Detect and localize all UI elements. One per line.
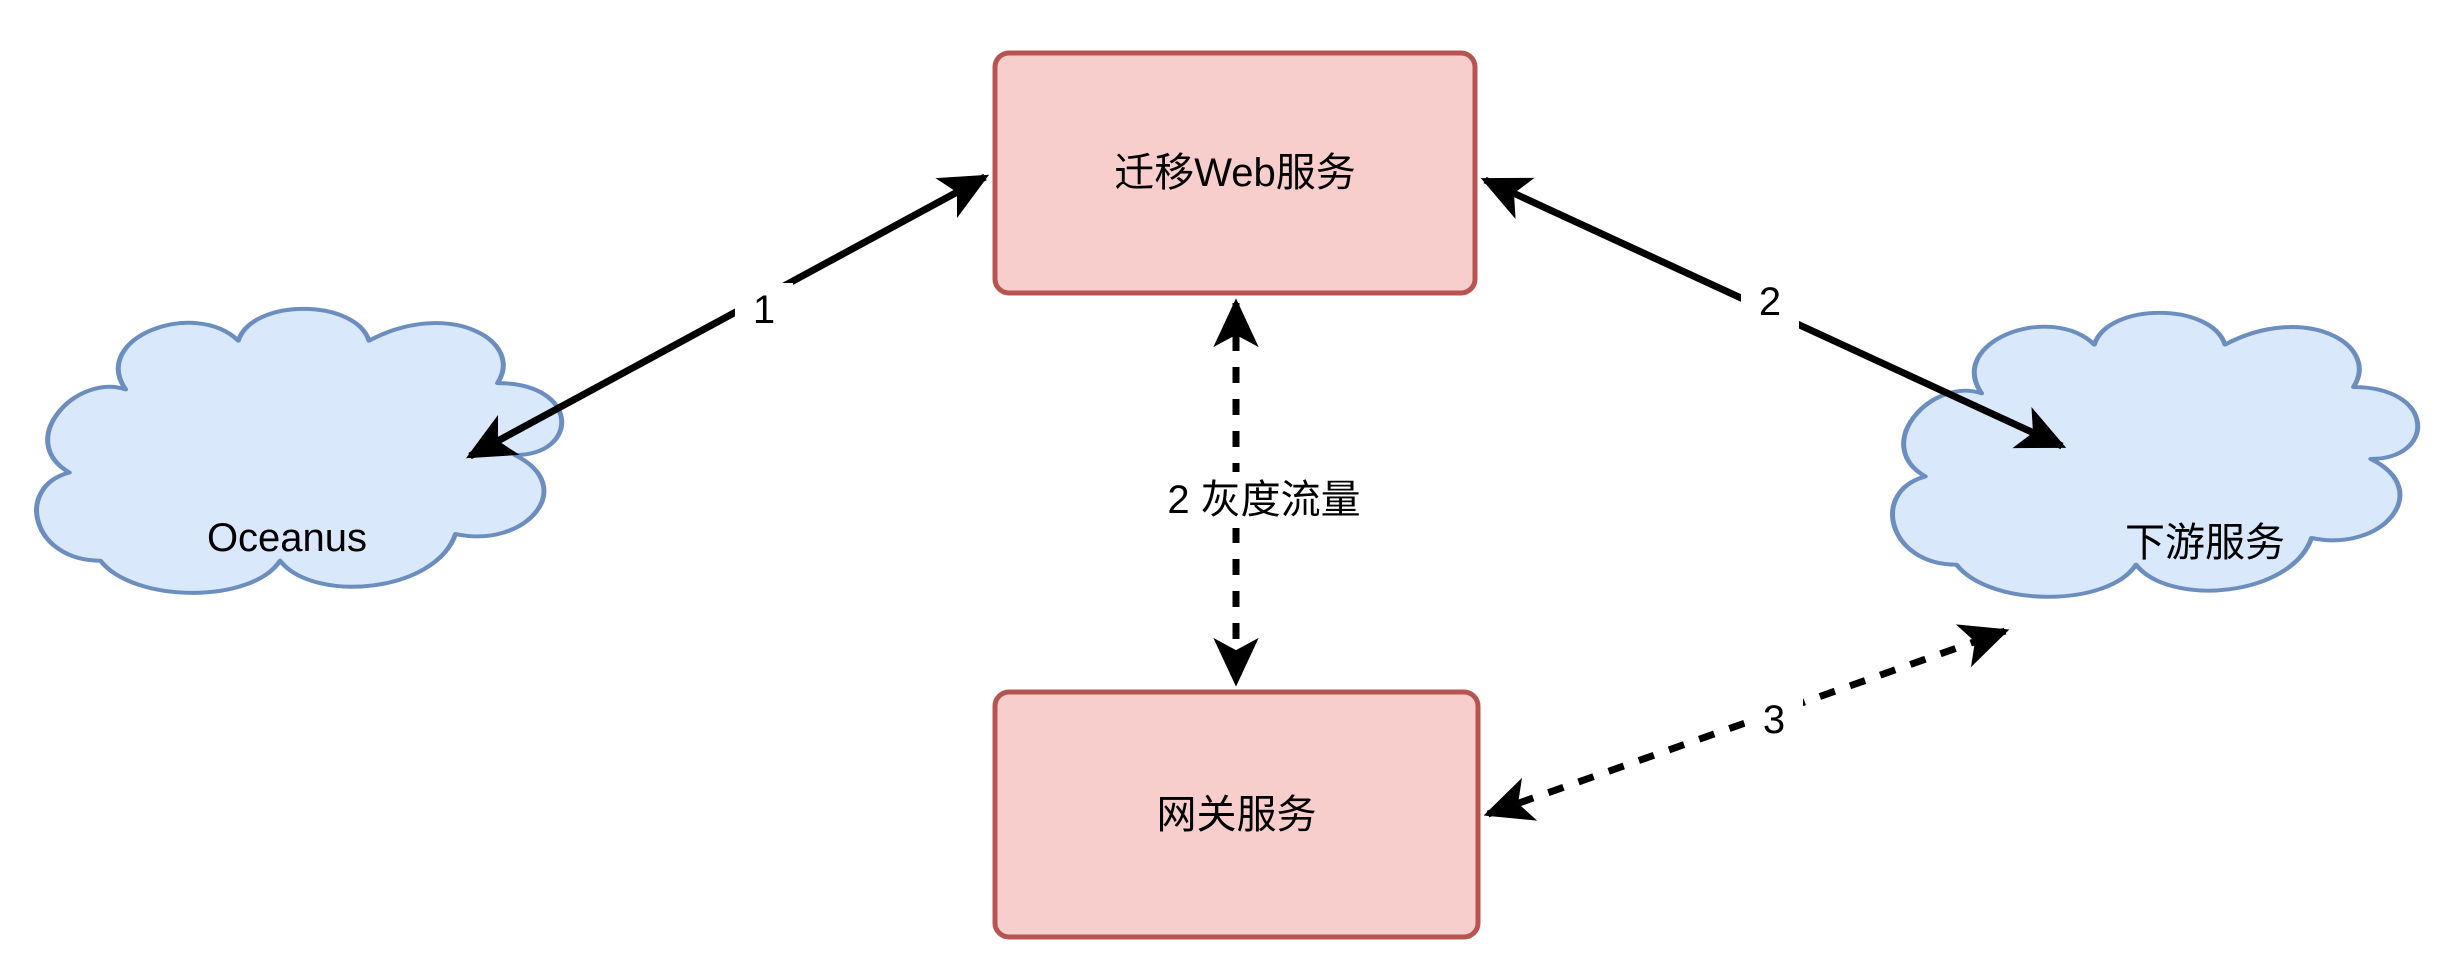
node-oceanus[interactable] (62, 400, 512, 675)
edge-gateway-downstream-line[interactable] (1483, 624, 2010, 821)
edge-label-2: 2 (1741, 275, 1799, 329)
node-gateway-service[interactable] (995, 692, 1478, 937)
edge-oceanus-migrate-line[interactable] (465, 173, 990, 460)
edge-label-2-gray-traffic: 2 灰度流量 (1120, 472, 1408, 528)
node-migrate-web-service-shape[interactable] (992, 50, 1478, 296)
node-migrate-web-service[interactable] (995, 53, 1475, 293)
node-gateway-service-shape[interactable] (992, 689, 1481, 940)
node-downstream-service[interactable] (1980, 405, 2430, 680)
edge-label-1: 1 (735, 283, 793, 337)
edge-label-3: 3 (1745, 693, 1803, 747)
